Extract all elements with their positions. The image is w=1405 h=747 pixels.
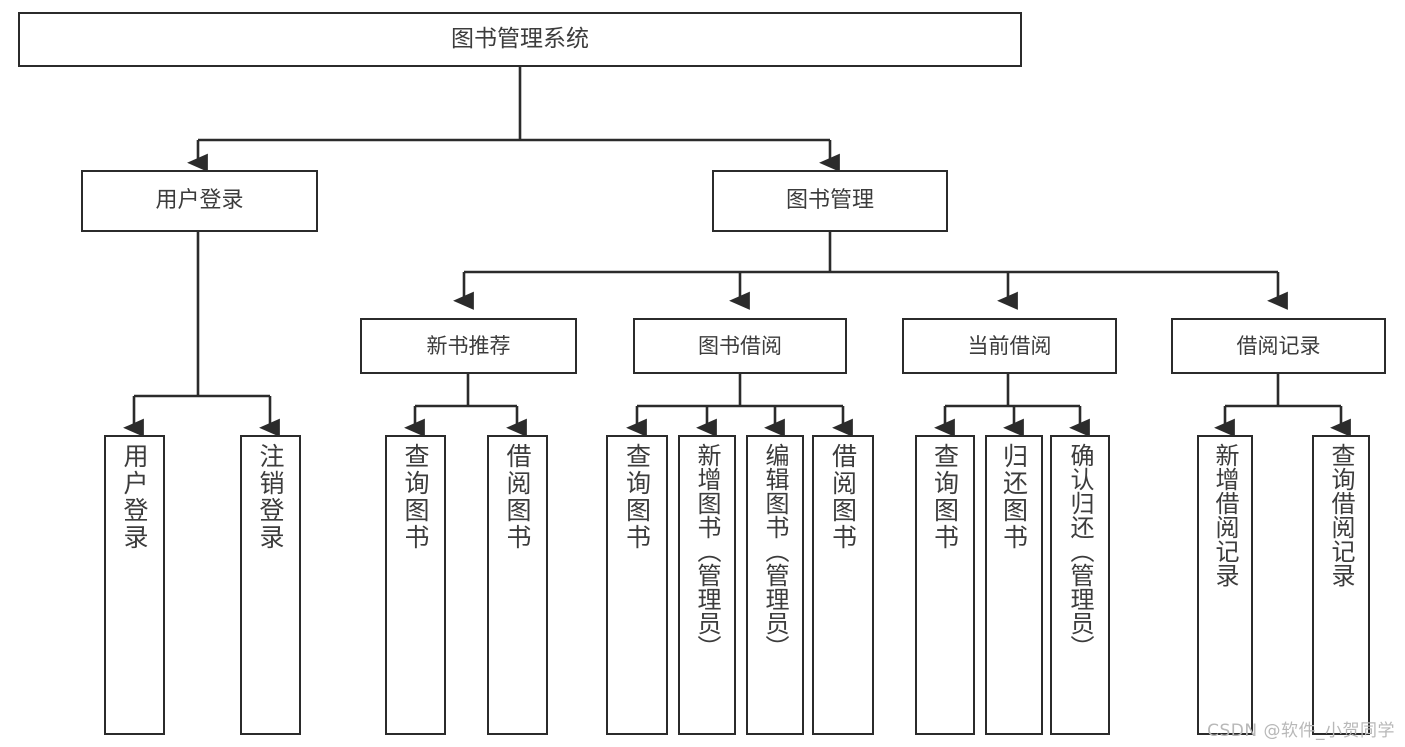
node-label: 新书推荐 [426, 333, 511, 358]
node-label: 借阅图书 [828, 443, 858, 551]
node-label: 编辑图书（管理员） [761, 443, 789, 659]
leaf-return-book[interactable]: 归还图书 [985, 435, 1043, 735]
node-label: 用户登录 [155, 188, 244, 214]
leaf-add-book-admin[interactable]: 新增图书（管理员） [678, 435, 736, 735]
node-label: 借阅图书 [503, 443, 532, 551]
watermark: CSDN @软件_小贺同学 [1207, 721, 1395, 741]
node-label: 借阅记录 [1236, 333, 1321, 358]
node-label: 查询图书 [622, 443, 652, 551]
leaf-query-book-recommend[interactable]: 查询图书 [385, 435, 446, 735]
leaf-confirm-return-admin[interactable]: 确认归还（管理员） [1050, 435, 1110, 735]
edges-book-manage [453, 232, 1288, 310]
node-label: 查询图书 [401, 443, 430, 551]
leaf-user-login[interactable]: 用户登录 [104, 435, 165, 735]
node-user-login[interactable]: 用户登录 [81, 170, 318, 232]
node-label: 注销登录 [256, 443, 285, 551]
edges-user-login [123, 232, 280, 437]
edges-current-borrow [934, 374, 1090, 437]
node-root-title[interactable]: 图书管理系统 [18, 12, 1022, 67]
node-label: 归还图书 [999, 443, 1029, 551]
node-label: 图书借阅 [698, 333, 782, 358]
leaf-borrow-book-recommend[interactable]: 借阅图书 [487, 435, 548, 735]
node-label: 确认归还（管理员） [1066, 443, 1094, 659]
leaf-query-book-borrow[interactable]: 查询图书 [606, 435, 668, 735]
edges-new-book-recommend [404, 374, 527, 437]
node-book-borrow[interactable]: 图书借阅 [633, 318, 847, 374]
edges-borrow-record [1214, 374, 1351, 437]
node-label: 新增图书（管理员） [693, 443, 721, 659]
node-book-manage[interactable]: 图书管理 [712, 170, 948, 232]
edges-root [187, 67, 840, 172]
leaf-logout-login[interactable]: 注销登录 [240, 435, 301, 735]
node-label: 新增借阅记录 [1211, 443, 1239, 587]
node-label: 用户登录 [120, 443, 149, 551]
leaf-borrow-book-borrow[interactable]: 借阅图书 [812, 435, 874, 735]
node-current-borrow[interactable]: 当前借阅 [902, 318, 1117, 374]
leaf-query-borrow-record[interactable]: 查询借阅记录 [1312, 435, 1370, 735]
node-label: 查询借阅记录 [1327, 443, 1355, 587]
node-label: 图书管理 [785, 188, 874, 214]
node-new-book-recommend[interactable]: 新书推荐 [360, 318, 577, 374]
node-label: 查询图书 [930, 443, 960, 551]
node-label: 当前借阅 [967, 333, 1052, 358]
node-label: 图书管理系统 [451, 25, 589, 52]
leaf-edit-book-admin[interactable]: 编辑图书（管理员） [746, 435, 804, 735]
leaf-add-borrow-record[interactable]: 新增借阅记录 [1197, 435, 1253, 735]
node-borrow-record[interactable]: 借阅记录 [1171, 318, 1386, 374]
edges-book-borrow [626, 374, 853, 437]
leaf-query-book-current[interactable]: 查询图书 [915, 435, 975, 735]
